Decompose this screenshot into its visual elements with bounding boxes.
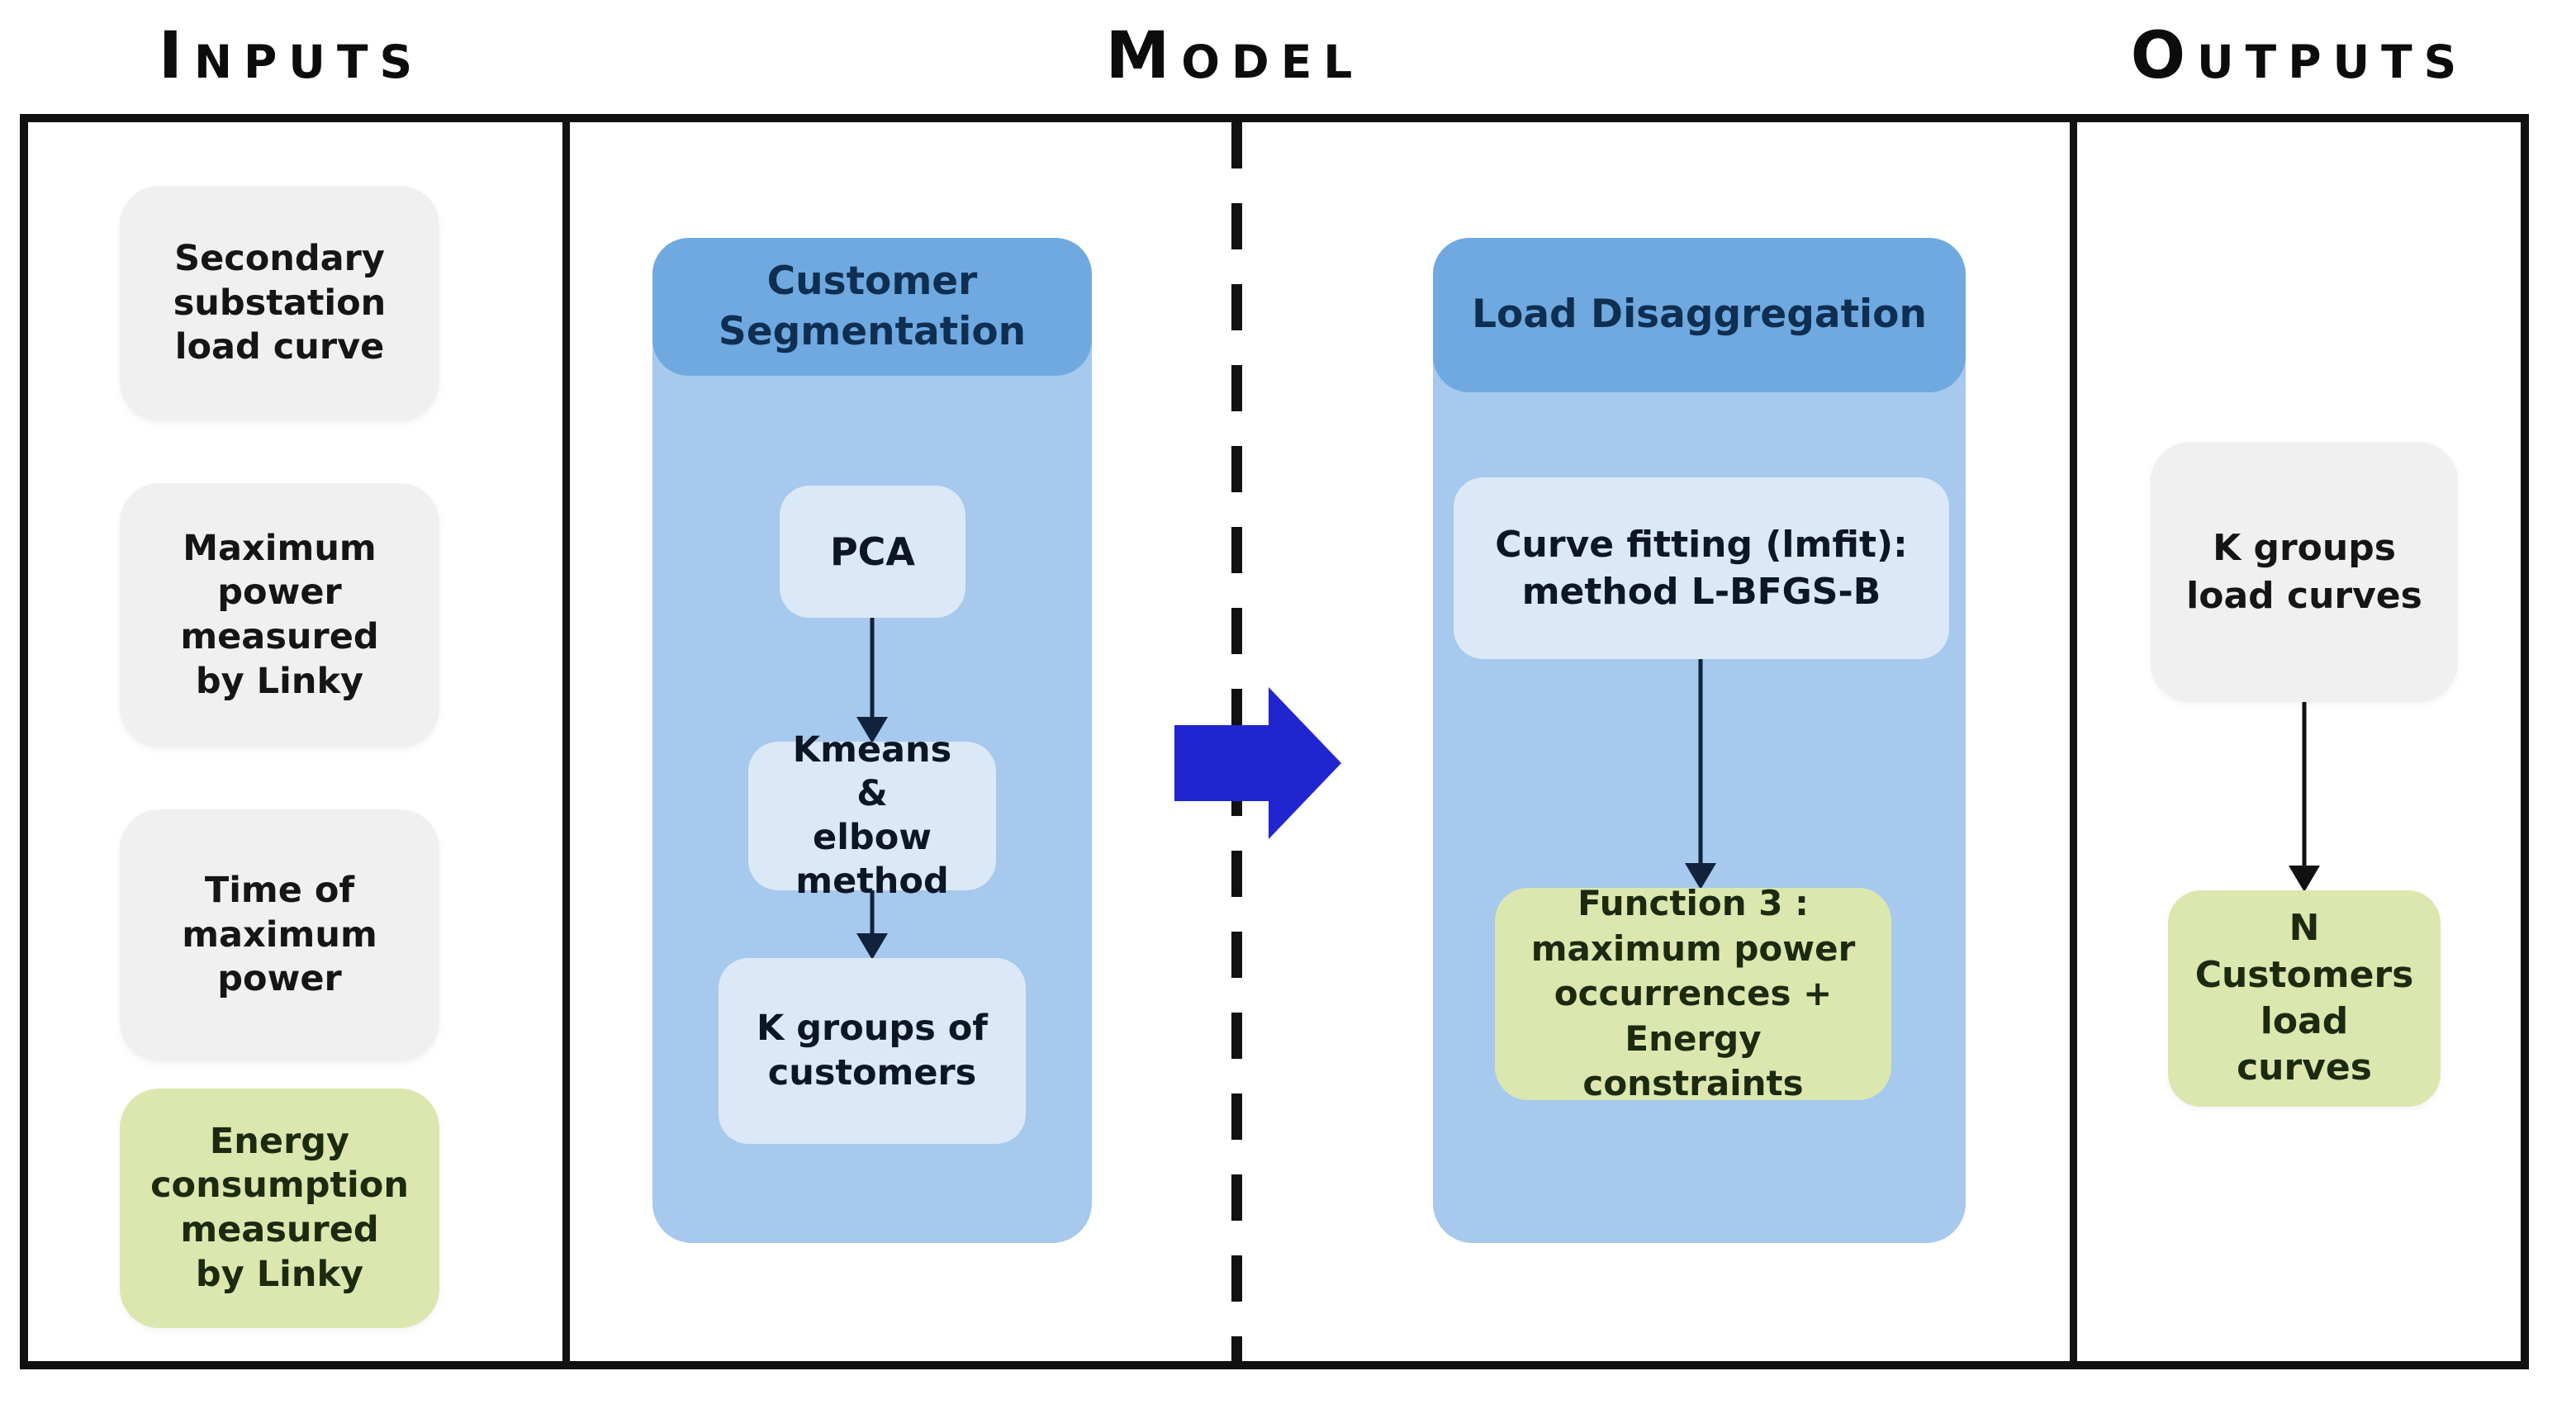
arrow-head	[856, 933, 888, 960]
arrow-shaft	[1698, 659, 1703, 865]
input-box-maximum-power-measured-by-linky: Maximum power measured by Linky	[120, 483, 439, 747]
customer-segmentation-title: Customer Segmentation	[652, 238, 1092, 376]
arrow-head	[1685, 863, 1716, 890]
step-label: K groups of customers	[756, 1007, 989, 1094]
arrow-down-icon	[854, 890, 890, 960]
input-box-secondary-substation-load-curve: Secondary substation load curve	[120, 186, 439, 421]
outputs-column-header: Outputs	[2130, 19, 2469, 93]
arrow-shaft	[870, 618, 875, 719]
arrow-down-icon	[854, 618, 890, 743]
arrow-shaft	[2302, 702, 2307, 867]
arrow-shaft	[870, 890, 875, 935]
output-box-k-groups-load-curves: K groups load curves	[2151, 442, 2458, 702]
arrow-head	[856, 717, 888, 743]
step-box-curve-fitting-lmfit: Curve fitting (lmfit): method L-BFGS-B	[1454, 477, 1949, 659]
process-title-label: Load Disaggregation	[1472, 292, 1927, 338]
step-box-function-3-constraints: Function 3 : maximum power occurrences +…	[1495, 883, 1891, 1103]
step-label: Kmeans & elbow method	[792, 729, 952, 902]
input-box-time-of-maximum-power: Time of maximum power	[120, 809, 439, 1061]
output-box-n-customers-load-curves: N Customers load curves	[2168, 890, 2441, 1107]
divider-model-outputs	[2070, 114, 2077, 1369]
arrow-down-icon	[1682, 659, 1719, 890]
output-box-label: K groups load curves	[2186, 527, 2422, 617]
model-column-header: Model	[1105, 19, 1364, 93]
divider-inputs-model	[562, 114, 570, 1369]
process-title-label: Customer Segmentation	[718, 259, 1027, 354]
inputs-column-header: Inputs	[158, 19, 425, 93]
input-box-label: Time of maximum power	[182, 869, 377, 1000]
step-box-k-groups-of-customers: K groups of customers	[719, 958, 1026, 1144]
input-box-label: Maximum power measured by Linky	[180, 527, 379, 702]
arrow-right-icon	[1174, 725, 1269, 801]
arrow-down-icon	[2286, 702, 2322, 892]
arrow-right-icon-head	[1269, 687, 1341, 839]
load-disaggregation-title: Load Disaggregation	[1433, 238, 1966, 392]
output-box-label: N Customers load curves	[2194, 907, 2414, 1089]
arrow-head	[2289, 866, 2320, 892]
step-label: Curve fitting (lmfit): method L-BFGS-B	[1495, 523, 1908, 613]
step-box-pca: PCA	[780, 486, 965, 618]
step-label: Function 3 : maximum power occurrences +…	[1530, 883, 1856, 1104]
input-box-label: Energy consumption measured by Linky	[150, 1120, 409, 1295]
step-label: PCA	[829, 529, 916, 574]
step-box-kmeans-elbow-method: Kmeans & elbow method	[748, 729, 996, 902]
input-box-label: Secondary substation load curve	[173, 237, 387, 368]
input-box-energy-consumption-measured-by-linky: Energy consumption measured by Linky	[120, 1089, 439, 1328]
